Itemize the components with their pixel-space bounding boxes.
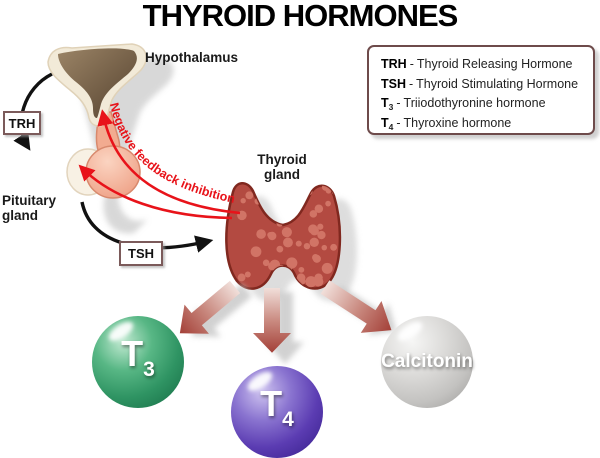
t3-hormone-sphere: T3	[92, 316, 184, 408]
legend-row-tsh: TSH-Thyroid Stimulating Hormone	[381, 76, 579, 91]
t4-hormone-sphere: T4	[231, 366, 323, 458]
legend-row-t4: T4-Thyroxine hormone	[381, 115, 512, 132]
hypothalamus-illustration	[47, 43, 147, 199]
calcitonin-hormone-sphere: Calcitonin	[381, 316, 473, 408]
page-title: THYROID HORMONES	[142, 0, 459, 33]
trh-box: TRH	[3, 111, 41, 135]
thyroid-label: Thyroid gland	[257, 152, 307, 182]
legend-row-t3: T3-Triiodothyronine hormone	[381, 96, 546, 112]
hypothalamus-label: Hypothalamus	[145, 50, 239, 65]
tsh-box: TSH	[119, 241, 163, 266]
feedback-arrow-to-pituitary	[78, 164, 233, 220]
pituitary-label: Pituitary gland	[2, 193, 57, 223]
feedback-arrow-to-hypothalamus	[97, 109, 241, 215]
legend-box: TRH-Thyroid Releasing Hormone TSH-Thyroi…	[367, 45, 595, 135]
legend-row-trh: TRH-Thyroid Releasing Hormone	[381, 57, 573, 71]
trh-arrow	[13, 72, 53, 151]
negative-feedback-arrows	[78, 109, 241, 220]
hypothalamus-funnel	[58, 48, 137, 119]
